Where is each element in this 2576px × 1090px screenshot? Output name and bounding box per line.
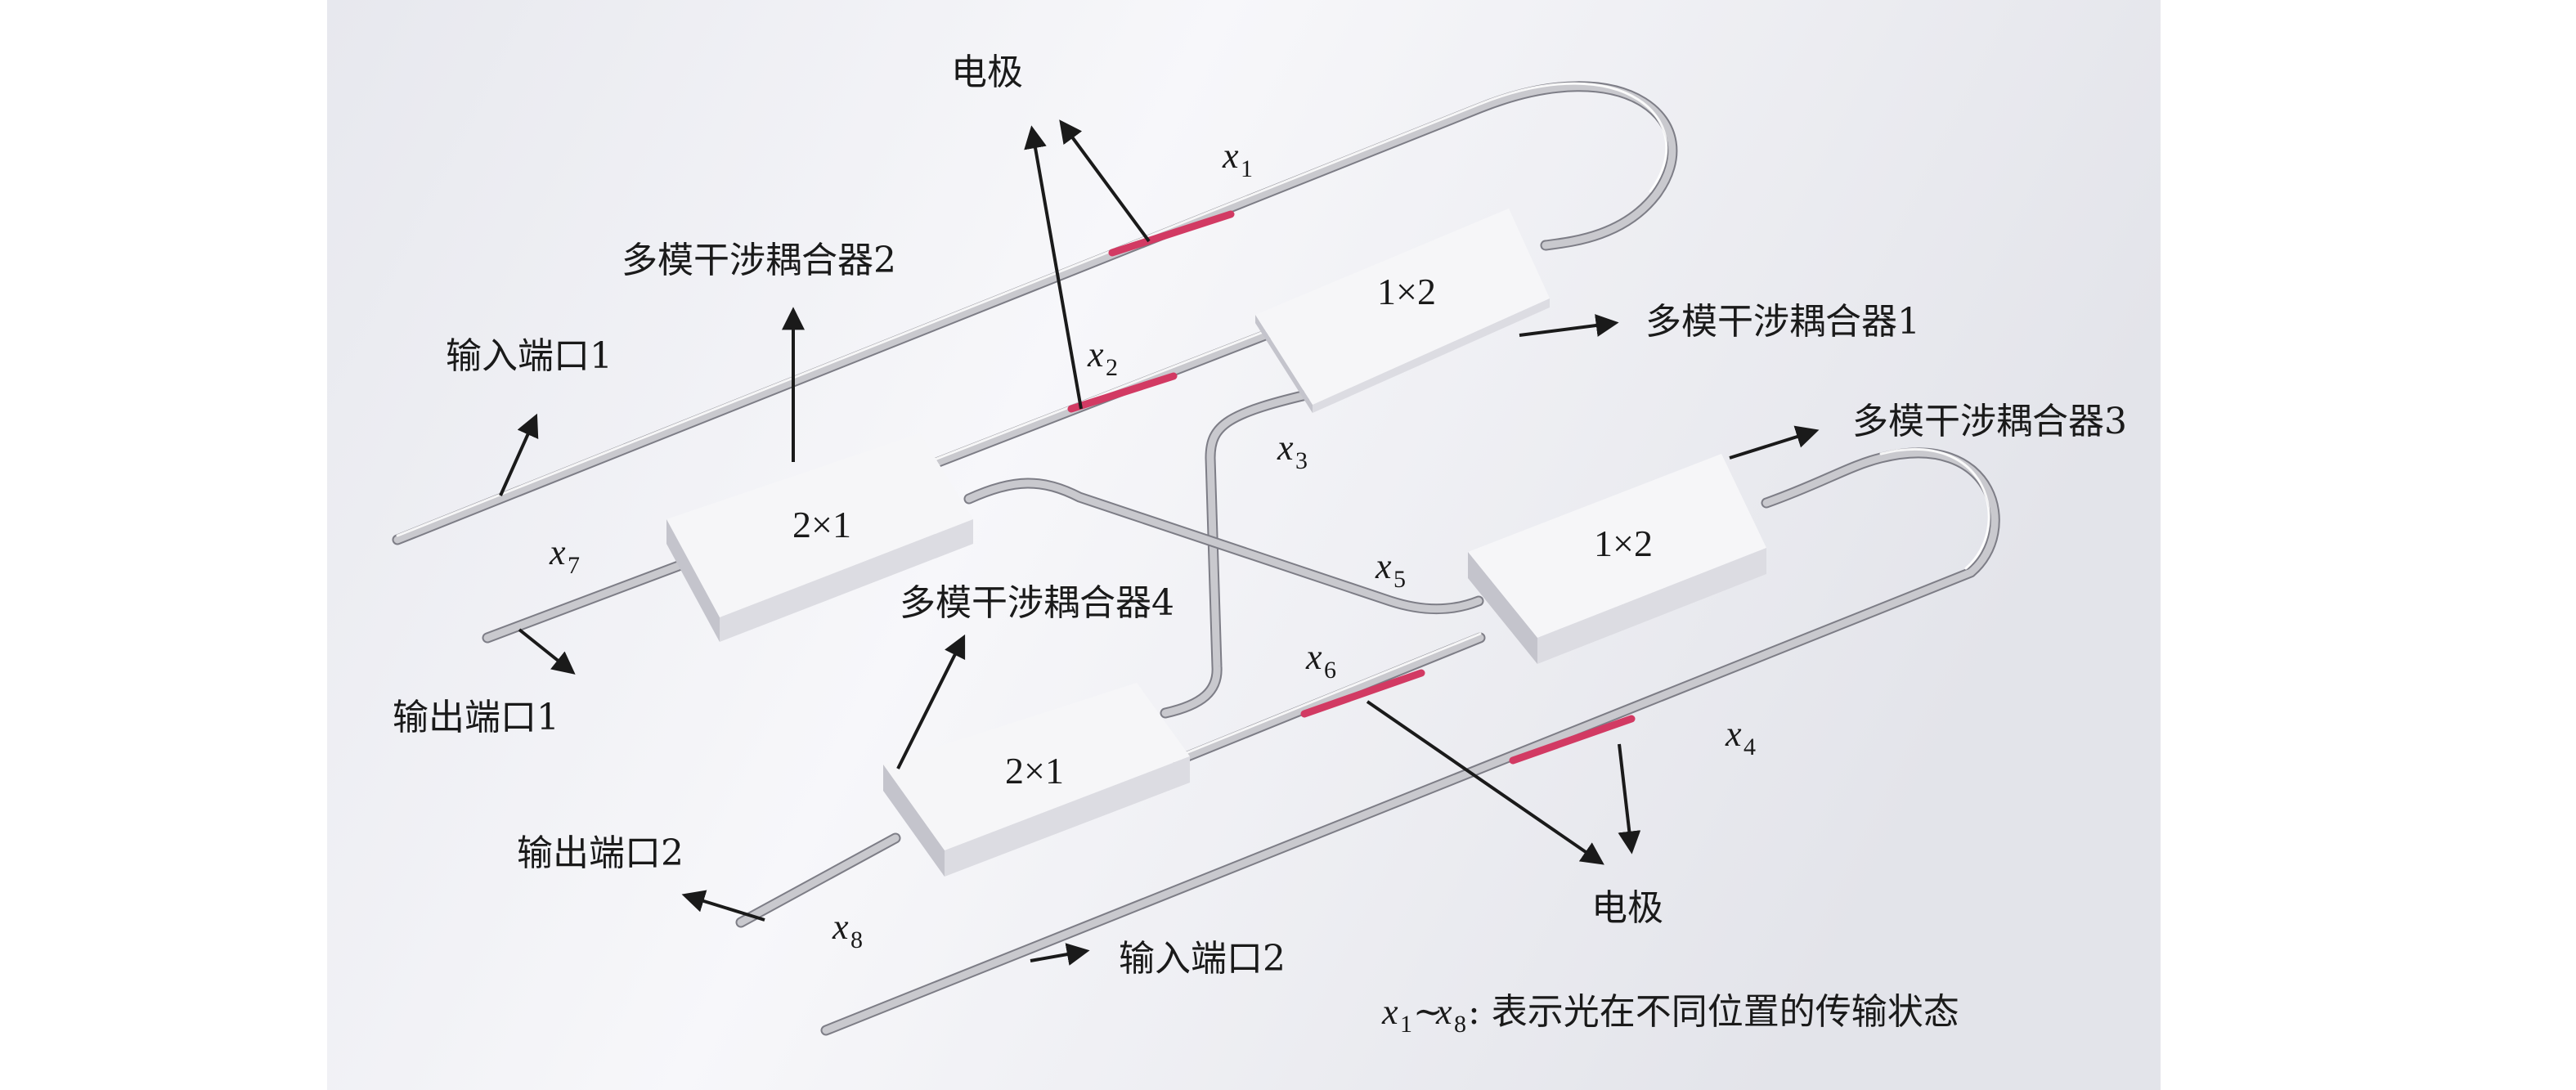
svg-text:4: 4 bbox=[1744, 733, 1756, 760]
annotation-arrows bbox=[499, 119, 1820, 966]
mmi2-box-label: 2×1 bbox=[792, 504, 851, 545]
arrow-electrode-top-b bbox=[1024, 125, 1083, 410]
svg-text:x: x bbox=[1375, 546, 1392, 586]
label-mmi2: 多模干涉耦合器2 bbox=[622, 240, 896, 281]
label-electrode-bottom: 电极 bbox=[1591, 887, 1663, 929]
mmi3-box: 1×2 bbox=[1468, 454, 1766, 664]
note-start-sub: 1 bbox=[1400, 1011, 1412, 1038]
label-output1: 输出端口1 bbox=[393, 697, 559, 738]
waveguide-output2 bbox=[735, 832, 901, 928]
mmi3-box-label: 1×2 bbox=[1594, 523, 1653, 564]
svg-text:x: x bbox=[549, 532, 566, 572]
arrow-output2 bbox=[681, 890, 765, 922]
background-panel bbox=[327, 0, 2161, 1090]
note-end-var: x bbox=[1435, 992, 1452, 1032]
label-electrode-top: 电极 bbox=[951, 52, 1023, 93]
arrow-mmi4 bbox=[896, 634, 966, 769]
svg-text:1: 1 bbox=[1241, 155, 1253, 182]
note-sep: ~ bbox=[1413, 991, 1443, 1033]
svg-text:5: 5 bbox=[1393, 566, 1406, 593]
mmi1-box-label: 1×2 bbox=[1377, 271, 1436, 312]
waveguide-input1-loop bbox=[392, 81, 1678, 545]
electrode-x6 bbox=[1300, 669, 1425, 718]
note-start-var: x bbox=[1381, 992, 1398, 1032]
waveguide-x6-arm bbox=[1172, 632, 1486, 766]
legend-note: x 1 ~ x 8 : 表示光在不同位置的传输状态 bbox=[1381, 991, 1959, 1038]
electrode-x2 bbox=[1067, 372, 1178, 413]
arrow-electrode-top-a bbox=[1059, 119, 1151, 243]
component-labels: 电极 多模干涉耦合器2 输入端口1 多模干涉耦合器1 多模干涉耦合器3 多模干涉… bbox=[393, 52, 2127, 980]
svg-text:x: x bbox=[1222, 136, 1239, 176]
waveguide-x3-cross bbox=[1160, 387, 1322, 719]
label-mmi1: 多模干涉耦合器1 bbox=[1645, 301, 1920, 343]
waveguide-input2-loop bbox=[820, 447, 2000, 1036]
mmi4-box: 2×1 bbox=[883, 683, 1190, 877]
svg-text:x: x bbox=[1725, 714, 1742, 754]
svg-text:x: x bbox=[1087, 334, 1104, 375]
svg-text:2: 2 bbox=[1106, 354, 1118, 381]
waveguides bbox=[392, 81, 2000, 1036]
label-output2: 输出端口2 bbox=[517, 832, 684, 874]
note-end-sub: 8 bbox=[1454, 1011, 1466, 1038]
mmi1-box: 1×2 bbox=[1255, 209, 1550, 413]
note-text: : 表示光在不同位置的传输状态 bbox=[1468, 991, 1959, 1033]
arrow-input2 bbox=[1030, 943, 1090, 966]
waveguide-output1 bbox=[482, 558, 689, 644]
electrodes bbox=[1067, 210, 1636, 765]
label-mmi3: 多模干涉耦合器3 bbox=[1852, 401, 2127, 442]
svg-text:x: x bbox=[832, 907, 849, 947]
svg-text:8: 8 bbox=[850, 926, 863, 953]
arrow-output1 bbox=[518, 628, 576, 675]
svg-text:x: x bbox=[1277, 428, 1294, 468]
arrow-mmi3 bbox=[1729, 425, 1820, 460]
label-input2: 输入端口2 bbox=[1119, 938, 1286, 980]
arrow-electrode-bottom-b bbox=[1618, 743, 1641, 855]
waveguide-x5-cross bbox=[963, 478, 1484, 615]
mmi2-box: 2×1 bbox=[666, 433, 973, 642]
svg-text:x: x bbox=[1305, 637, 1322, 677]
electrode-x4 bbox=[1509, 715, 1636, 765]
mmi4-box-label: 2×1 bbox=[1005, 750, 1064, 792]
arrow-mmi1 bbox=[1519, 314, 1619, 337]
svg-text:3: 3 bbox=[1295, 447, 1308, 474]
electrode-x1 bbox=[1108, 210, 1235, 257]
arrow-electrode-bottom-a bbox=[1366, 700, 1604, 865]
label-input1: 输入端口1 bbox=[446, 335, 613, 377]
svg-text:7: 7 bbox=[568, 552, 580, 579]
arrow-input1 bbox=[499, 413, 539, 496]
svg-text:6: 6 bbox=[1324, 657, 1336, 684]
label-mmi4: 多模干涉耦合器4 bbox=[900, 582, 1174, 624]
